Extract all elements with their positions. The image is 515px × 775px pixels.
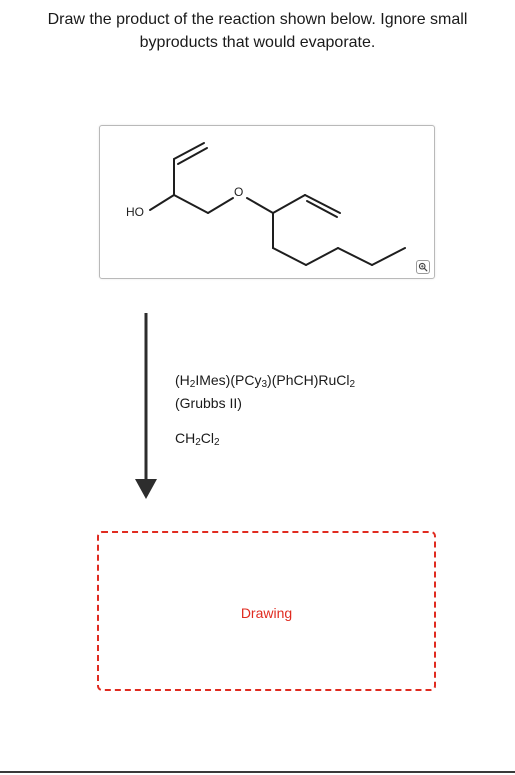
catalyst-sub-b: 3 <box>261 379 268 390</box>
catalyst-sub-a: 2 <box>189 379 196 390</box>
alkene-double-bond-a <box>304 194 341 214</box>
catalyst-part-a: (H <box>175 372 190 388</box>
bond-c2-o <box>207 197 234 214</box>
reaction-conditions: (H2IMes)(PCy3)(PhCH)RuCl2 (Grubbs II) <box>175 371 355 412</box>
ether-oxygen-label: O <box>234 185 244 199</box>
vinyl-double-bond-b <box>177 147 208 165</box>
drawing-label: Drawing <box>240 605 293 621</box>
solvent-part-a: CH <box>175 430 196 446</box>
bond-c3-alkene <box>272 194 306 214</box>
drawing-answer-area[interactable]: Drawing <box>97 531 436 691</box>
starting-material-structure: HO O <box>99 125 435 279</box>
solvent-sub-b: 2 <box>214 437 220 448</box>
bond-chain-1 <box>272 247 307 266</box>
bond-o-c1 <box>149 194 175 211</box>
catalyst-part-c: )(PhCH)RuCl <box>267 372 350 388</box>
catalyst-part-b: IMes)(PCy <box>195 372 262 388</box>
hydroxyl-label: HO <box>126 205 144 219</box>
question-line-2: byproducts that would evaporate. <box>139 34 376 51</box>
question-text: Draw the product of the reaction shown b… <box>0 8 515 54</box>
zoom-button[interactable] <box>416 260 430 274</box>
bond-o-c3 <box>246 197 274 214</box>
solvent-sub-a: 2 <box>195 437 201 448</box>
question-line-1: Draw the product of the reaction shown b… <box>47 11 468 28</box>
vinyl-double-bond-a <box>173 142 205 160</box>
solvent-part-b: Cl <box>200 430 215 446</box>
reaction-arrow-icon <box>135 313 157 499</box>
molecule-skeleton <box>149 142 406 266</box>
catalyst-formula: (H2IMes)(PCy3)(PhCH)RuCl2 <box>175 371 355 394</box>
catalyst-sub-c: 2 <box>349 379 356 390</box>
bond-c1-c2 <box>173 194 209 214</box>
solvent-formula: CH2Cl2 <box>175 430 220 448</box>
catalyst-name: (Grubbs II) <box>175 395 242 411</box>
bond-chain-4 <box>371 247 406 266</box>
magnifier-zoom-icon <box>418 262 428 272</box>
alkene-double-bond-b <box>306 200 338 218</box>
bond-chain-3 <box>337 247 373 266</box>
bottom-divider <box>0 771 515 773</box>
bond-chain-2 <box>305 247 339 266</box>
